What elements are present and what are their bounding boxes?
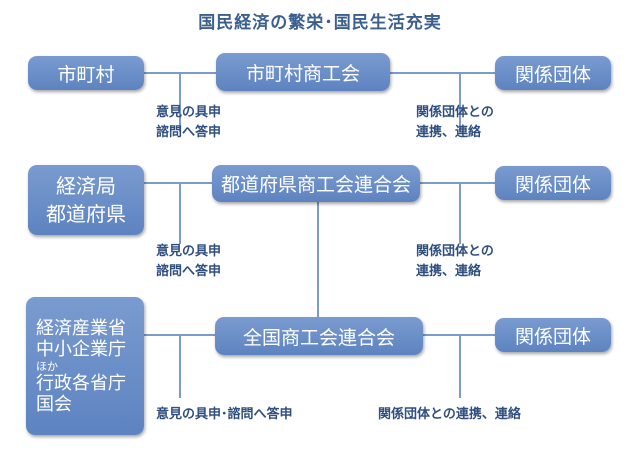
note-opinion-3-text: 意見の具申･諮問へ答申 [156, 407, 293, 422]
box-municipality: 市町村 [28, 56, 144, 90]
box-prefectural-federation: 都道府県商工会連合会 [212, 165, 420, 202]
box-municipal-chamber: 市町村商工会 [216, 53, 390, 91]
note-opinion-1-line2: 諮問へ答申 [156, 125, 222, 140]
box-bureau-line1: 経済局 [56, 174, 116, 198]
box-related-1-label: 関係団体 [514, 63, 591, 86]
box-related-3-label: 関係団体 [514, 325, 591, 348]
note-liaison-2-line2: 連携、連絡 [416, 264, 482, 279]
box-ministries: 経済産業省 中小企業庁 ほか 行政各省庁 国会 [26, 297, 144, 435]
note-liaison-1-line2: 連携、連絡 [416, 125, 482, 140]
note-liaison-1: 関係団体との 連携、連絡 [416, 103, 494, 143]
note-opinion-3: 意見の具申･諮問へ答申 [156, 405, 293, 425]
box-national-federation-label: 全国商工会連合会 [242, 326, 395, 349]
box-municipal-chamber-label: 市町村商工会 [245, 62, 360, 85]
note-opinion-2-line1: 意見の具申 [156, 244, 222, 259]
box-related-2: 関係団体 [495, 166, 611, 200]
box-ministries-line4: 行政各省庁 [36, 372, 126, 394]
note-opinion-1-line1: 意見の具申 [156, 105, 222, 120]
box-ministries-line5: 国会 [36, 393, 72, 415]
box-national-federation: 全国商工会連合会 [215, 317, 423, 355]
note-opinion-2-line2: 諮問へ答申 [156, 264, 222, 279]
box-ministries-line1: 経済産業省 [36, 317, 126, 339]
diagram-title: 国民経済の繁栄･国民生活充実 [198, 13, 442, 33]
box-bureau-line2: 都道府県 [46, 202, 126, 226]
note-liaison-1-line1: 関係団体との [416, 105, 494, 120]
note-opinion-1: 意見の具申 諮問へ答申 [156, 103, 221, 143]
note-liaison-3-text: 関係団体との連携、連絡 [378, 407, 521, 422]
note-liaison-2: 関係団体との 連携、連絡 [416, 242, 494, 282]
box-related-1: 関係団体 [495, 56, 611, 90]
box-bureau: 経済局 都道府県 [28, 165, 144, 235]
note-opinion-2: 意見の具申 諮問へ答申 [156, 242, 221, 282]
note-liaison-2-line1: 関係団体との [416, 244, 494, 259]
box-municipality-label: 市町村 [57, 63, 115, 86]
box-ministries-line2: 中小企業庁 [36, 338, 126, 360]
box-related-2-label: 関係団体 [514, 173, 591, 196]
note-liaison-3: 関係団体との連携、連絡 [378, 405, 521, 425]
box-prefectural-federation-label: 都道府県商工会連合会 [220, 174, 411, 196]
box-related-3: 関係団体 [495, 318, 611, 352]
box-ministries-line3: ほか [36, 359, 58, 373]
